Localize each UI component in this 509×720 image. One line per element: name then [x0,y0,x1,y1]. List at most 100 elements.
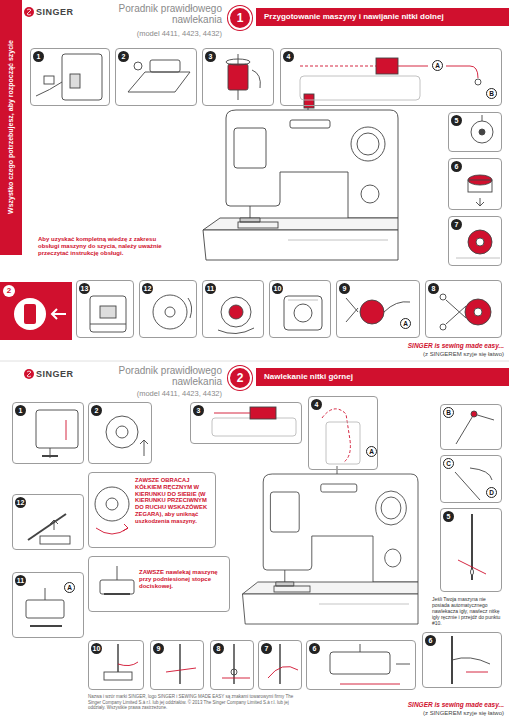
machine-head [42,455,58,457]
step-number: 12 [15,497,26,508]
power-switch [70,74,80,88]
section-tab: 2 [0,282,72,340]
step-panel: 1 [30,48,110,106]
bobbin [468,230,492,254]
power-switch [44,76,54,84]
section-title: Przygotowanie maszyny i nawijanie nitki … [256,8,509,26]
threader-lever [330,652,390,674]
step-number: 4 [311,399,322,410]
detail-panel: B [440,404,502,450]
machine-bottom [243,466,419,624]
step-panel: 2 [115,48,197,106]
presser-lever [28,514,70,544]
step-number: 4 [283,51,294,62]
warning-text: ZAWSZE OBRACAJ KÓŁKIEM RĘCZNYM W KIERUNK… [135,477,213,525]
machine-head [36,410,78,448]
step-panel: 9 [336,280,420,338]
accessory-box [128,72,190,92]
step-panel: 1 [12,402,84,464]
step-number: 6 [309,643,320,654]
needle [166,668,196,672]
spool-top [214,413,250,414]
winding-path [300,76,420,100]
presser-foot [117,566,118,580]
bobbin [476,198,484,206]
step-panel: 6 [306,640,416,690]
step-panel: 13 [76,280,134,338]
step-number: 10 [91,643,102,654]
step-number: 2 [91,405,102,416]
callout-letter: A [366,446,377,457]
section-tab [0,282,72,340]
thread-guide [470,468,492,480]
step-number: 11 [205,283,216,294]
thread-path [322,409,360,464]
needle-foot [118,662,138,666]
divider [0,361,509,362]
step-panel: 4 [308,396,378,470]
step-number: 5 [451,115,462,126]
spool-top [212,418,296,436]
bobbin [468,180,492,192]
step-number: 7 [451,219,462,230]
warning-text: ZAWSZE nawlekaj maszynę przy podniesione… [139,569,225,591]
hand-wheel [95,487,129,521]
bobbin [468,175,492,206]
needle [458,514,486,580]
callout-letter: A [64,582,75,593]
hand-wheel [116,426,128,438]
step-number: 8 [213,643,224,654]
step-panel: 6 [422,632,502,688]
section-number: 1 [228,6,252,30]
section-tab [0,282,72,340]
warning-box: ZAWSZE nawlekaj maszynę przy podniesione… [88,556,230,612]
presser-foot [45,588,46,600]
threader-lever [360,644,410,664]
detail-letter: C [443,458,454,469]
step-number: 6 [425,635,436,646]
step-number: 9 [153,643,164,654]
step-number: 7 [261,643,272,654]
section-tab [14,298,46,330]
bobbin-cover [288,300,318,301]
section-number: 2 [228,366,252,390]
needle-eye [231,669,237,675]
section-tab [52,309,66,319]
presser-foot [30,625,62,627]
callout-letter: B [486,88,497,99]
detail-letter: B [443,407,454,418]
step-panel: 8 [210,640,254,690]
needle-eye [222,678,250,679]
step-number: 13 [79,283,90,294]
needle-plate [100,306,116,318]
power-switch [62,54,102,100]
step-panel: 2 [88,402,152,464]
model-text: (model 4411, 4423, 4432) [88,389,222,398]
hand-wheel [188,298,192,318]
take-up-lever [471,411,477,417]
bobbin [476,238,484,246]
power-switch [36,54,102,100]
scissors-bobbin [446,300,466,324]
step-number: 6 [451,161,462,172]
logo-emblem [24,369,34,379]
needle [166,644,196,684]
accessory-box [150,60,180,72]
callout-letter: A [432,60,443,71]
step-panel: 7 [258,640,302,690]
section-title: Nawlekanie nitki górnej [256,368,509,386]
scissors-bobbin [440,294,446,300]
logo-emblem [24,369,34,379]
step-number: 1 [15,405,26,416]
thread-path [326,422,360,464]
hand-wheel [140,440,148,456]
needle-threader [466,672,488,673]
step-panel: 8 [425,280,502,338]
step-number: 3 [193,405,204,416]
step-panel: 3 [202,48,274,106]
step-panel: 3 [190,402,302,444]
spool-pin [228,64,248,90]
bobbin-winder [471,121,493,143]
needle [471,569,474,575]
section-tab [24,304,36,324]
